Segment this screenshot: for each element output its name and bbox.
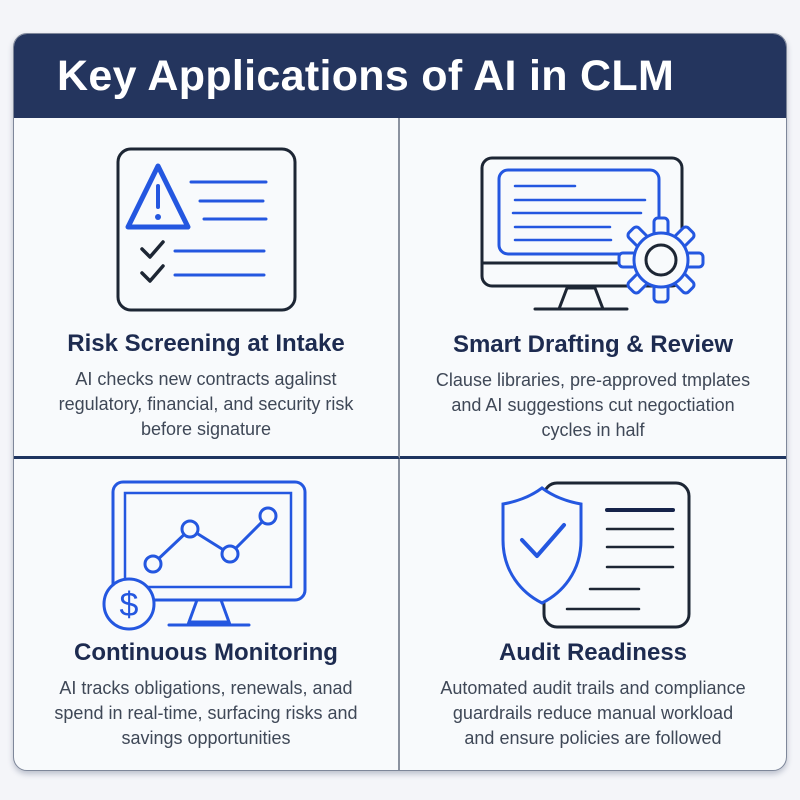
risk-warning-checklist-icon (116, 147, 296, 312)
dollar-badge-icon: $ (102, 577, 156, 631)
quadrant-smart-drafting: Smart Drafting & Review Clause libraries… (400, 118, 786, 459)
page-title: Key Applications of AI in CLM (57, 51, 675, 100)
shield-check-document-icon (501, 481, 690, 629)
shield-check-icon (501, 486, 582, 605)
quadrant-title: Audit Readiness (498, 639, 688, 666)
quadrant-description: Automated audit trails and compliance gu… (440, 678, 746, 748)
quadrant-audit-readiness: Audit Readiness Automated audit trails a… (400, 459, 786, 770)
quadrant-title: Continuous Monitoring (74, 639, 338, 666)
quadrant-description: Clause libraries, pre-approved tmplates … (435, 370, 751, 440)
gear-icon (617, 216, 705, 304)
quadrant-continuous-monitoring: $ Continuous Monitoring AI tracks obliga… (14, 459, 400, 770)
header-bar: Key Applications of AI in CLM (14, 34, 786, 118)
quadrant-description: AI tracks obligations, renewals, anad sp… (54, 678, 358, 748)
svg-text:$: $ (120, 586, 139, 624)
quadrant-description: AI checks new contracts agalinst regulat… (58, 369, 354, 439)
quadrant-title: Risk Screening at Intake (67, 330, 345, 357)
quadrant-risk-screening: Risk Screening at Intake AI checks new c… (14, 118, 400, 459)
monitor-document-gear-icon (480, 156, 705, 311)
infographic-card: Key Applications of AI in CLM Risk Scree… (13, 33, 787, 771)
monitor-chart-dollar-icon: $ (102, 480, 307, 631)
quadrant-title: Smart Drafting & Review (452, 331, 734, 358)
quadrant-grid: Risk Screening at Intake AI checks new c… (14, 118, 786, 770)
